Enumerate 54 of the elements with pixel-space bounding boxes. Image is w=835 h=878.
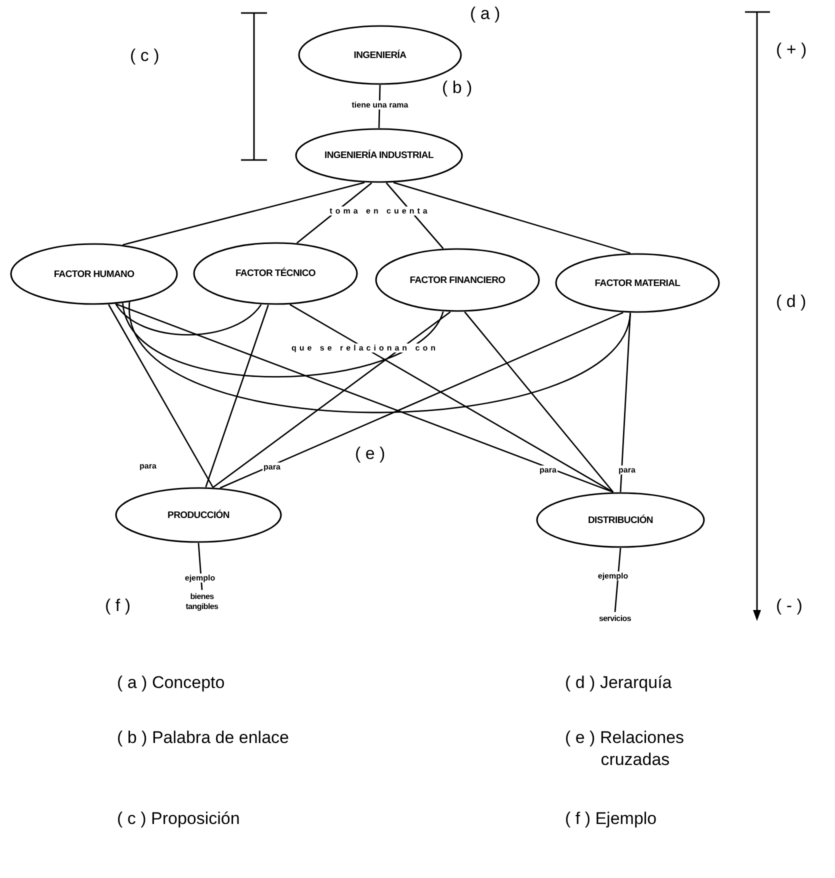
connector-line <box>393 182 631 254</box>
connector-line <box>212 311 451 488</box>
callout-letter: ( - ) <box>776 596 804 616</box>
cross-link-line <box>128 302 631 414</box>
concept-label: PRODUCCIÓN <box>168 510 230 520</box>
connector-line <box>614 548 622 612</box>
legend-note: ( f ) Ejemplo <box>565 808 658 830</box>
legend-note: ( b ) Palabra de enlace <box>117 727 290 749</box>
callout-letter: ( d ) <box>776 292 808 312</box>
edge-label: ejemplo <box>596 572 630 580</box>
concept-ellipse <box>115 487 282 543</box>
edge-label: ejemplo <box>184 574 216 582</box>
concept-label: INGENIERÍA <box>354 50 406 60</box>
concept-ellipse <box>295 128 463 183</box>
legend-note: ( c ) Proposición <box>117 808 241 830</box>
example-text: servicios <box>599 614 631 624</box>
connector-line <box>620 312 631 492</box>
legend-note: ( e ) Relaciones cruzadas <box>565 727 686 771</box>
concept-label: FACTOR FINANCIERO <box>410 274 506 286</box>
concept-label: FACTOR HUMANO <box>54 268 134 280</box>
callout-letter: ( + ) <box>776 40 808 60</box>
connector-line <box>464 311 614 493</box>
connector-line <box>220 312 624 489</box>
cross-link-line <box>122 302 444 378</box>
concept-label: FACTOR MATERIAL <box>594 278 680 288</box>
connector-line <box>386 182 444 249</box>
concept-ellipse <box>193 242 358 305</box>
concept-label: FACTOR TÉCNICO <box>235 268 316 279</box>
callout-letter: ( f ) <box>105 596 132 616</box>
cross-link-line <box>115 304 262 336</box>
edge-label: para <box>262 462 282 472</box>
connector-line <box>122 182 365 246</box>
callout-letter: ( b ) <box>442 78 474 98</box>
example-text: bienes tangibles <box>184 592 220 612</box>
callout-letter: ( c ) <box>130 46 160 66</box>
connector-line <box>116 303 614 493</box>
callout-letter: ( a ) <box>470 4 502 24</box>
connector-line <box>289 304 614 493</box>
edge-label: para <box>538 466 558 474</box>
concept-ellipse <box>536 492 705 548</box>
concept-ellipse <box>10 243 178 305</box>
callout-letter: ( e ) <box>355 444 386 464</box>
legend-note: ( d ) Jerarquía <box>565 672 673 694</box>
legend-note: ( a ) Concepto <box>117 672 226 694</box>
concept-label: DISTRIBUCIÓN <box>588 514 653 526</box>
connector-line <box>108 304 214 488</box>
edge-label: para <box>618 466 636 474</box>
concept-ellipse <box>375 248 540 312</box>
edge-label: para <box>138 462 158 470</box>
connector-line <box>205 304 269 488</box>
edge-label: tiene una rama <box>350 100 410 110</box>
connector-line <box>296 182 372 244</box>
concept-label: INGENIERÍA INDUSTRIAL <box>324 150 434 161</box>
concept-ellipse <box>555 253 720 313</box>
